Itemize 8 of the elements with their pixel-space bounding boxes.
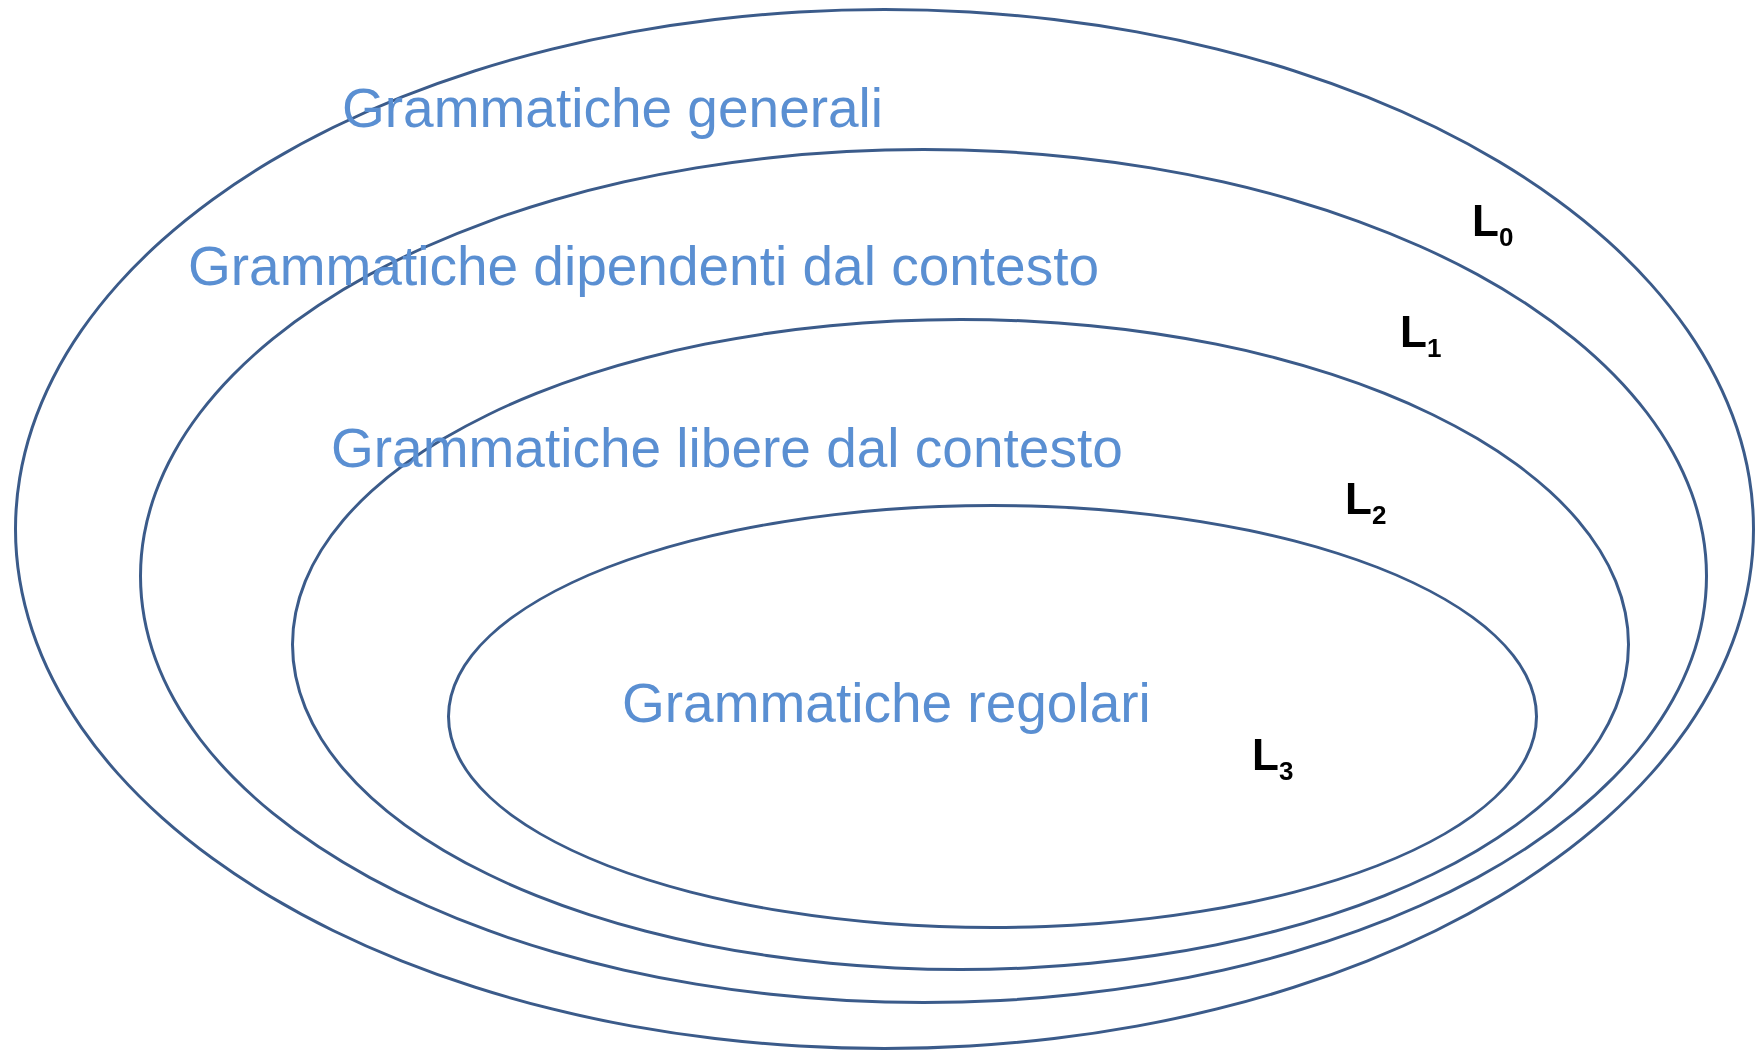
language-symbol: L$_{0}$ (1472, 196, 1514, 254)
language-symbol: L$_{2}$ (1345, 474, 1387, 532)
set-ellipse (139, 148, 1708, 1004)
language-symbol: L$_{3}$ (1252, 730, 1294, 788)
language-symbol: L$_{1}$ (1400, 307, 1442, 365)
set-ellipse (14, 8, 1755, 1050)
set-label: Grammatiche regolari (622, 671, 1151, 735)
set-ellipse (291, 318, 1630, 971)
